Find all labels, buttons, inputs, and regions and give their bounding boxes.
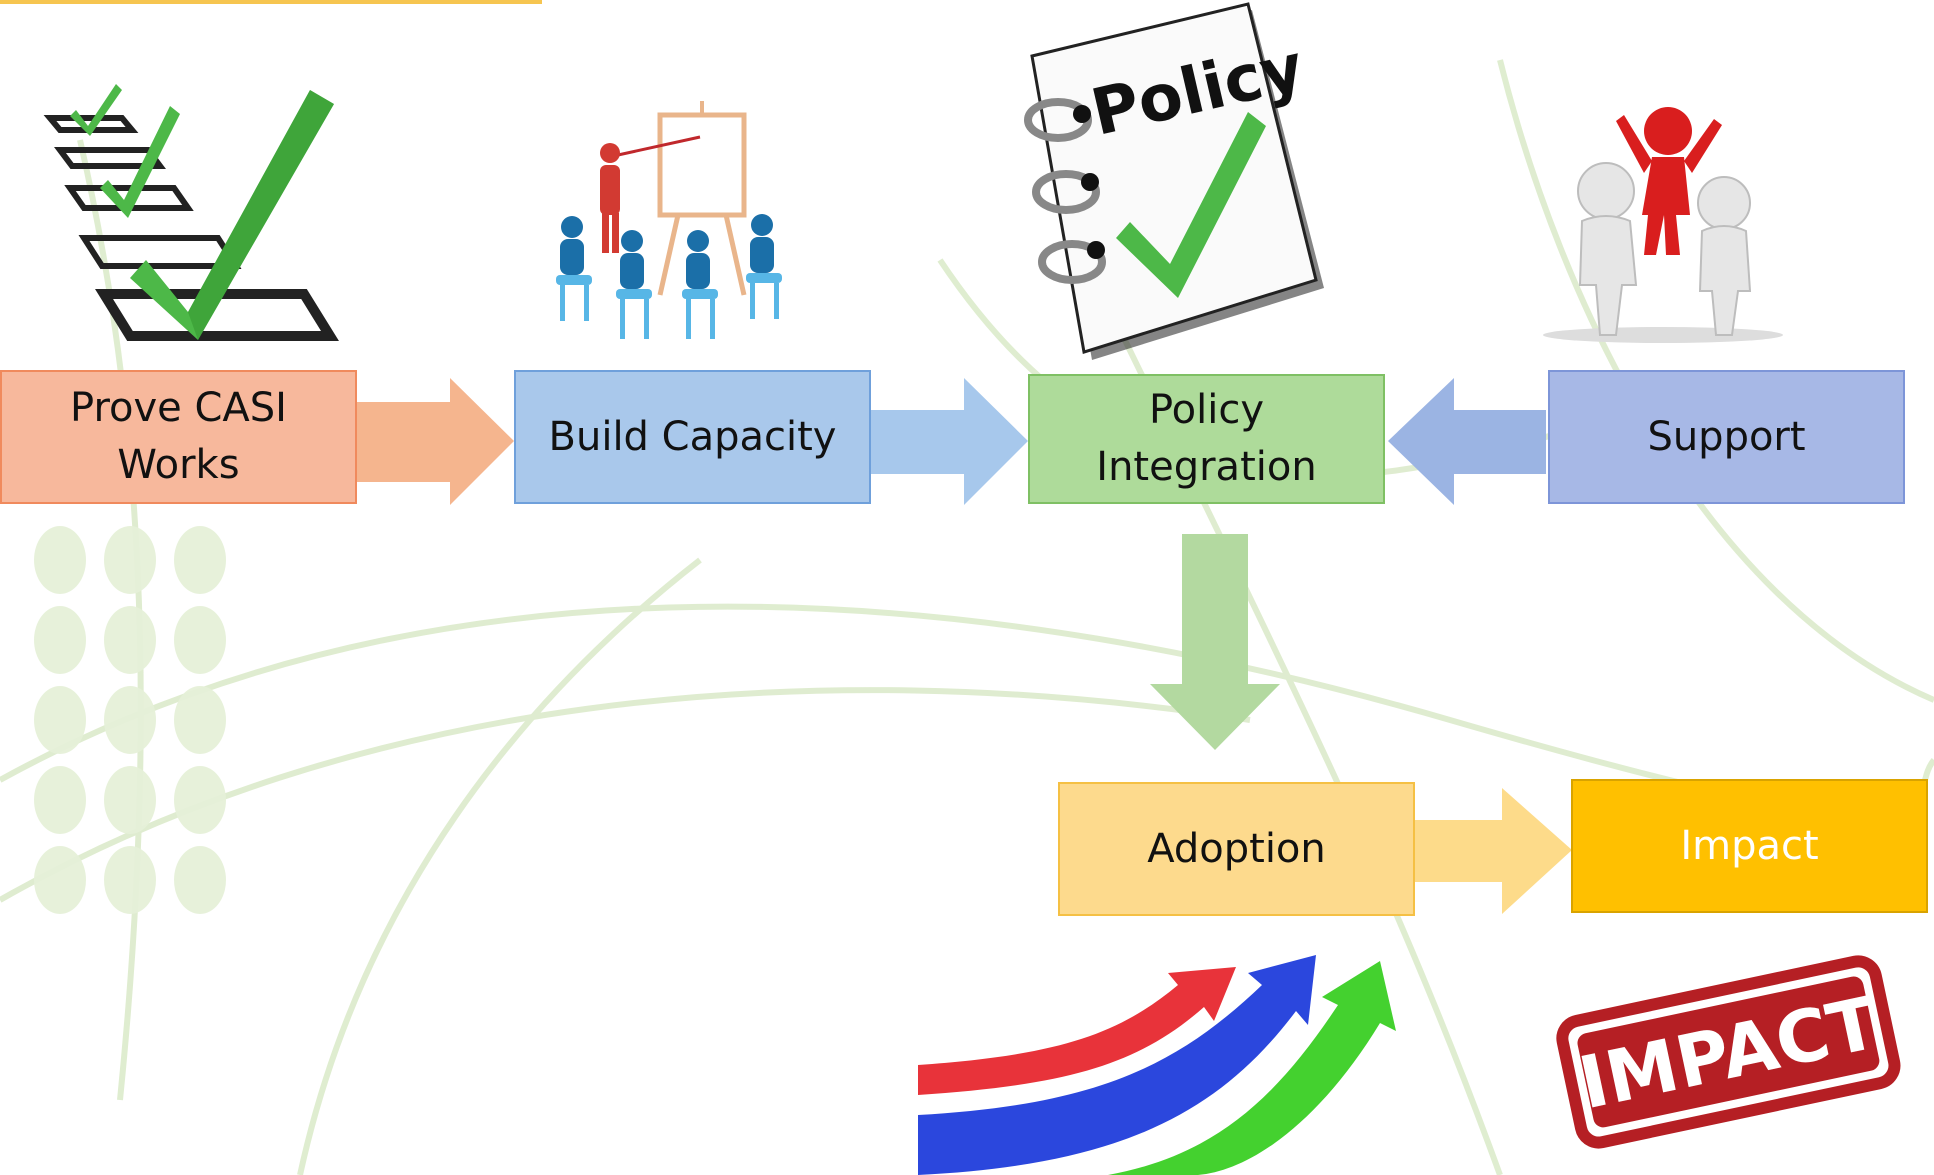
step-label: Impact: [1680, 822, 1819, 869]
step-label: Policy Integration: [1096, 387, 1317, 490]
arrow-support-to-policy: [1388, 378, 1546, 505]
training-session-icon: [556, 101, 782, 339]
growth-arrows-icon: [918, 955, 1396, 1175]
top-accent-line: [0, 0, 542, 4]
step-prove-casi-works: Prove CASI Works: [0, 370, 357, 504]
step-label: Prove CASI Works: [70, 385, 287, 488]
support-team-icon: [1543, 107, 1783, 343]
step-label: Build Capacity: [548, 413, 837, 460]
step-support: Support: [1548, 370, 1905, 504]
checklist-icon: [43, 84, 339, 341]
step-label: Support: [1647, 413, 1806, 460]
arrow-prove-to-capacity: [356, 378, 514, 505]
arrow-policy-to-adoption: [1150, 534, 1280, 750]
step-build-capacity: Build Capacity: [514, 370, 871, 504]
impact-stamp-icon: IMPACT: [1556, 955, 1901, 1149]
step-adoption: Adoption: [1058, 782, 1415, 916]
arrow-capacity-to-policy: [870, 378, 1028, 505]
step-policy-integration: Policy Integration: [1028, 374, 1385, 504]
arrow-adoption-to-impact: [1414, 788, 1572, 914]
policy-document-icon: Policy: [1024, 2, 1324, 360]
step-impact: Impact: [1571, 779, 1928, 913]
step-label: Adoption: [1147, 825, 1326, 872]
